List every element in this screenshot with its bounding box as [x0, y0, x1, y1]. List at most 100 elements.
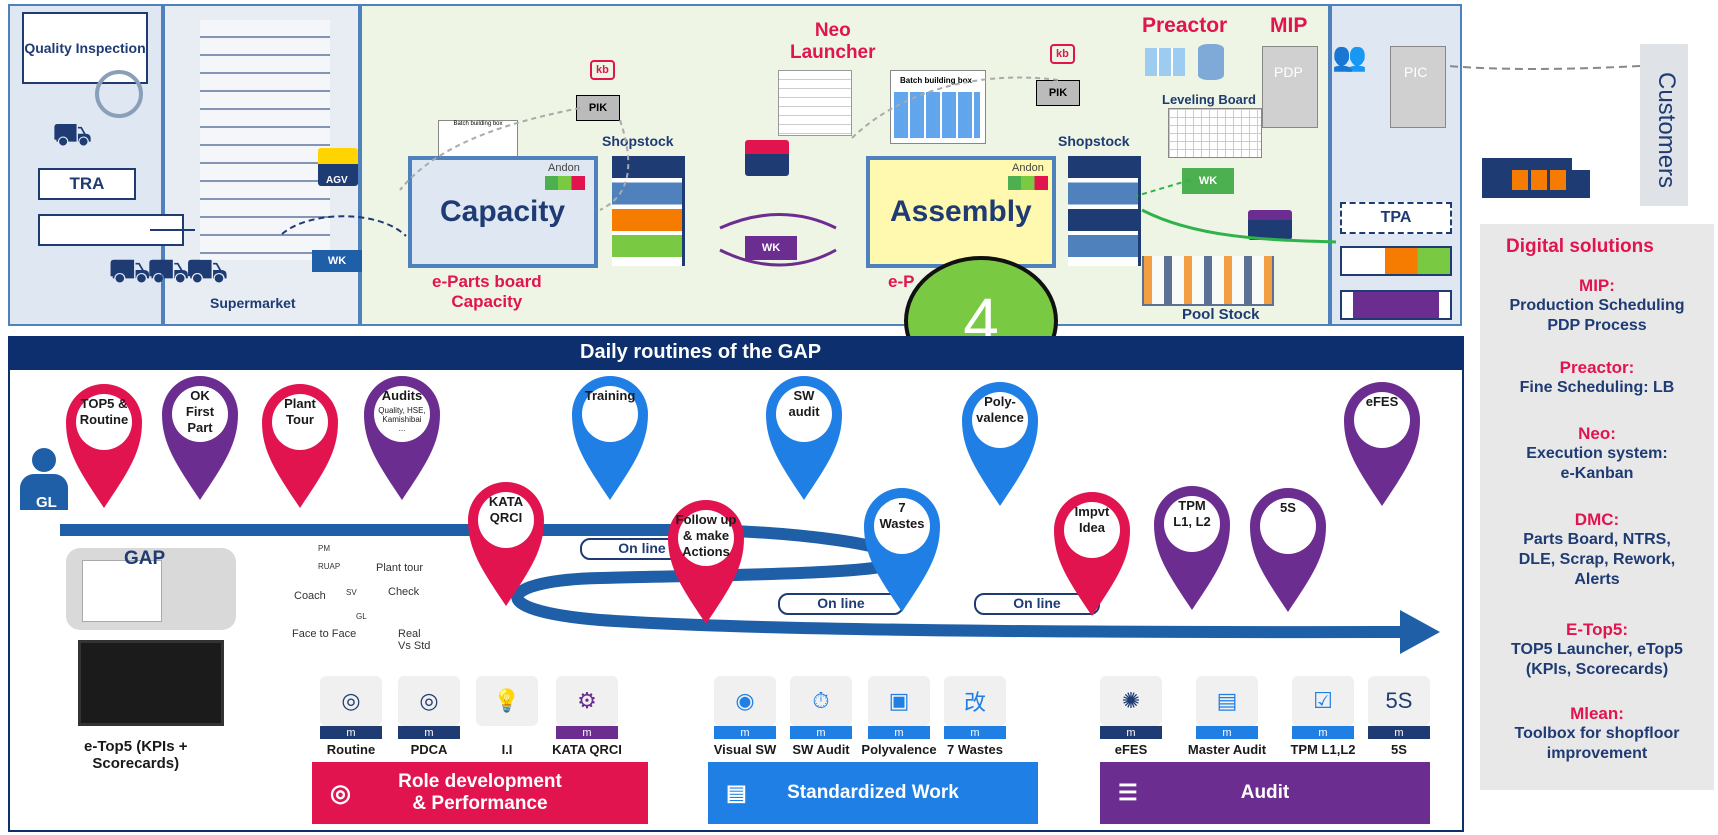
- pin-label: 7 Wastes: [879, 500, 925, 531]
- pin-shape: [766, 376, 842, 500]
- tool-icon: ◎: [398, 676, 460, 726]
- coaching-label: Face to Face: [292, 628, 357, 640]
- side-item-head: MIP:: [1579, 276, 1615, 295]
- side-item-head: Neo:: [1578, 424, 1616, 443]
- coaching-label: GL: [356, 612, 367, 621]
- routine-pin[interactable]: KATA QRCI: [462, 474, 550, 610]
- pool-stock-rack: [1142, 256, 1274, 306]
- pin-label: eFES: [1365, 394, 1399, 409]
- tool-icon: 💡: [476, 676, 538, 726]
- tool-icon: 改: [944, 676, 1006, 726]
- routine-pin[interactable]: 5S: [1244, 480, 1332, 616]
- pik-box-left: PIK: [576, 95, 620, 121]
- pin-label: Plant Tour: [284, 396, 316, 427]
- side-item-head: E-Top5:: [1565, 620, 1628, 639]
- tool-bar: m: [1292, 726, 1354, 739]
- pin-label: Audits: [381, 388, 423, 403]
- routine-pin[interactable]: Follow up & make Actions: [662, 492, 750, 628]
- audit-banner[interactable]: ☰ Audit: [1100, 762, 1430, 824]
- tool-bar: m: [1196, 726, 1258, 739]
- sw-banner-label: Standardized Work: [787, 782, 959, 803]
- tool-icon: ⏱: [790, 676, 852, 726]
- standardized-work-banner[interactable]: ▤ Standardized Work: [708, 762, 1038, 824]
- assembly-station: [866, 156, 1056, 268]
- tool-bar: m: [790, 726, 852, 739]
- pin-label: Poly- valence: [976, 394, 1024, 425]
- tool-bar: [476, 726, 538, 739]
- truck-icon: [1482, 152, 1592, 212]
- supermarket-racks: [200, 20, 330, 260]
- coaching-label: Check: [388, 586, 420, 598]
- pin-shape: [66, 384, 142, 508]
- tool-bar: m: [868, 726, 930, 739]
- tool-icon: ▣: [868, 676, 930, 726]
- tool-caption: Visual SW: [713, 742, 777, 757]
- routine-pin[interactable]: OK First Part: [156, 368, 244, 504]
- tool-icon: ◎: [320, 676, 382, 726]
- tool-caption: PDCA: [410, 742, 448, 757]
- tool-caption: Master Audit: [1187, 742, 1267, 757]
- routine-pin[interactable]: eFES: [1338, 374, 1426, 510]
- pin-label: TOP5 & Routine: [79, 396, 129, 427]
- gl-label: GL: [36, 494, 57, 511]
- coaching-label: Real Vs Std: [398, 628, 431, 652]
- pin-shape: [262, 384, 338, 508]
- online-bar-2: On line: [778, 593, 904, 615]
- pin-shape: [162, 376, 238, 500]
- pdp-doc: [1262, 46, 1318, 128]
- coaching-label: SV: [346, 588, 357, 597]
- pin-shape: [668, 500, 744, 624]
- leveling-board-grid: [1168, 108, 1262, 158]
- shopstock-left-label: Shopstock: [602, 133, 674, 149]
- pin-sublabel: Quality, HSE, Kamishibai ...: [378, 406, 426, 433]
- pin-label: Impvt Idea: [1074, 504, 1110, 535]
- coaching-label: RUAP: [318, 562, 341, 571]
- routine-pin[interactable]: Training: [566, 368, 654, 504]
- side-item-text: Toolbox for shopfloor improvement: [1514, 725, 1680, 762]
- routine-pin[interactable]: 7 Wastes: [858, 480, 946, 616]
- online-label-3: On line: [1013, 595, 1061, 611]
- shopstock-right-rack: [1068, 156, 1141, 266]
- magnifier-icon: [95, 70, 143, 118]
- coaching-label: Coach: [294, 590, 326, 602]
- pin-shape: [1154, 486, 1230, 610]
- neo-launcher-screen: [778, 70, 852, 136]
- role-development-banner[interactable]: ◎ Role development & Performance: [312, 762, 648, 824]
- checklist-icon: ☰: [1118, 780, 1138, 805]
- tpa-rack-1: [1340, 246, 1452, 276]
- kb-tag-left-icon: kb: [590, 60, 615, 80]
- pin-label: Training: [584, 388, 636, 403]
- side-item-text: TOP5 Launcher, eTop5 (KPIs, Scorecards): [1511, 641, 1683, 678]
- neo-launcher-label: Neo Launcher: [790, 20, 876, 63]
- tool-caption: eFES: [1114, 742, 1148, 757]
- side-item-text: Production Scheduling PDP Process: [1509, 297, 1685, 334]
- tool-icon: ▤: [1196, 676, 1258, 726]
- assembly-title: Assembly: [890, 195, 1032, 228]
- tool-caption: SW Audit: [792, 742, 850, 757]
- wk-kanban-2: WK: [745, 236, 797, 260]
- pin-label: Follow up & make Actions: [675, 512, 737, 559]
- routine-pin[interactable]: TOP5 & Routine: [60, 376, 148, 512]
- daily-routines-panel: [8, 370, 1464, 832]
- routine-pin[interactable]: Plant Tour: [256, 376, 344, 512]
- tool-caption: KATA QRCI: [552, 742, 622, 757]
- routine-pin[interactable]: SW audit: [760, 368, 848, 504]
- tool-bar: m: [1368, 726, 1430, 739]
- pin-shape: [1250, 488, 1326, 612]
- tool-bar: m: [320, 726, 382, 739]
- tool-caption: Polyvalence: [861, 742, 937, 757]
- side-item-head: Preactor:: [1559, 358, 1635, 377]
- pik-box-right: PIK: [1036, 80, 1080, 106]
- gl-avatar-icon: [20, 448, 68, 510]
- pin-label: TPM L1, L2: [1173, 498, 1211, 529]
- agv-label: AGV: [326, 175, 348, 186]
- side-item-text: Fine Scheduling: LB: [1519, 379, 1675, 396]
- routine-pin[interactable]: TPM L1, L2: [1148, 478, 1236, 614]
- agv-left-icon: [318, 148, 358, 186]
- routine-pin[interactable]: Impvt Idea: [1048, 484, 1136, 620]
- tpa-rack-2: [1340, 290, 1452, 320]
- daily-routines-title: Daily routines of the GAP: [580, 341, 822, 363]
- routine-pin[interactable]: Poly- valence: [956, 374, 1044, 510]
- tpa-box: TPA: [1340, 202, 1452, 234]
